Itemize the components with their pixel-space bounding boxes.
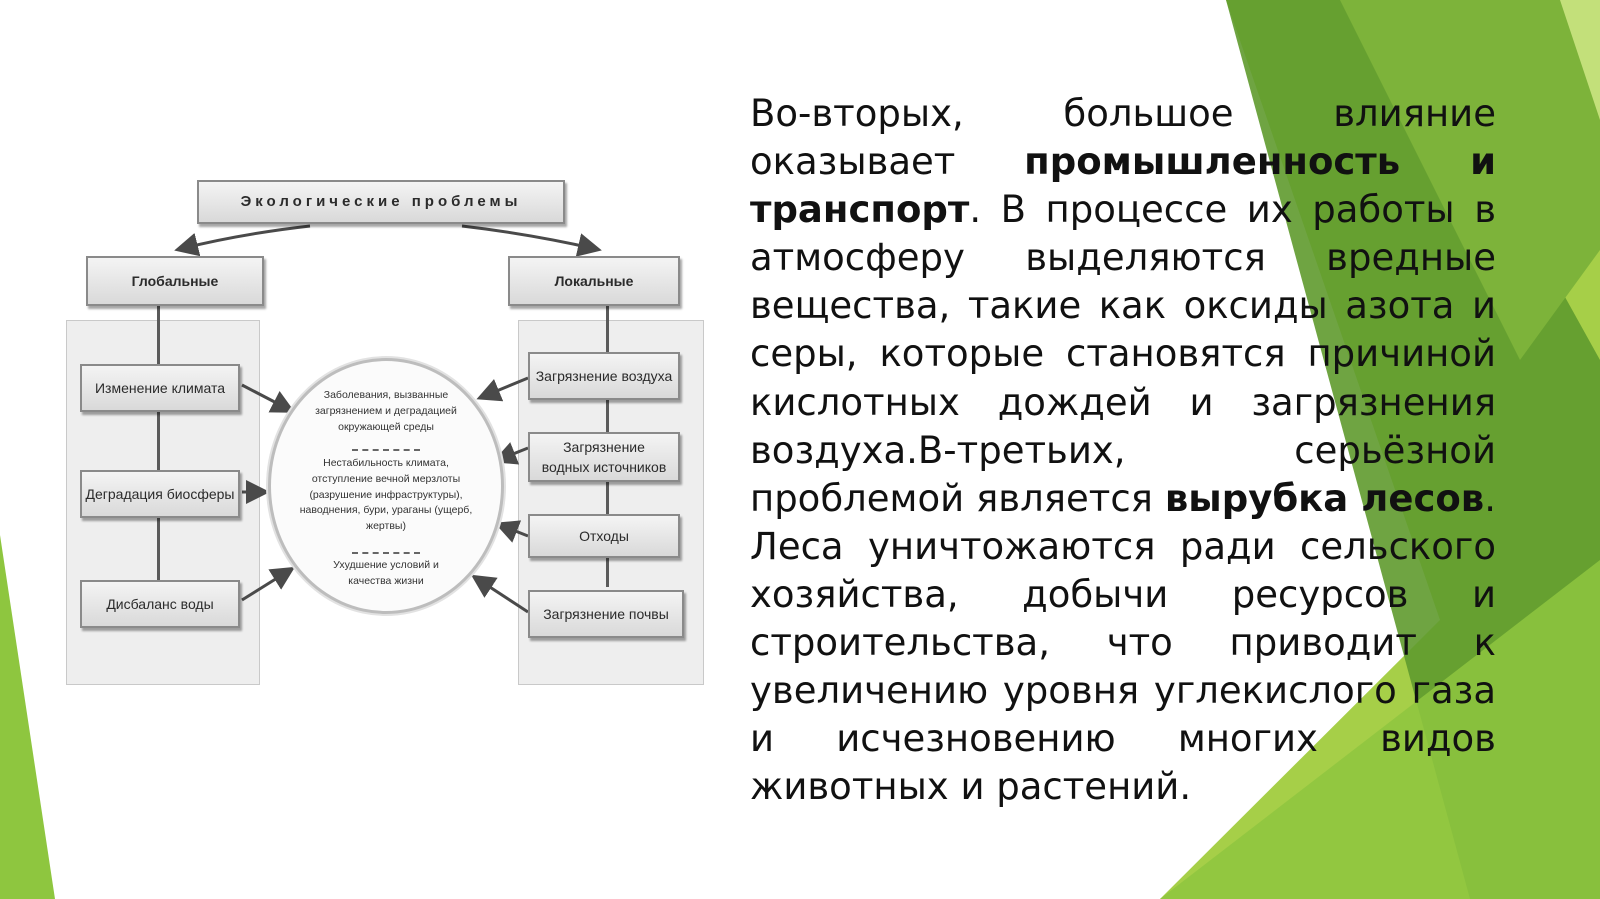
global-connector-line <box>157 305 160 603</box>
local-item-air: Загрязнение воздуха <box>528 352 680 400</box>
green-shape-bottom <box>1160 560 1600 899</box>
consequences-circle <box>268 358 504 614</box>
local-item-soil: Загрязнение почвы <box>528 590 684 638</box>
local-item-waste: Отходы <box>528 514 680 558</box>
arrow-waste <box>494 520 529 543</box>
circle-divider-1 <box>352 449 420 451</box>
text-part-2: . В процессе их работы в атмосферу выдел… <box>750 188 1496 520</box>
arrow-climate <box>241 383 296 413</box>
arrow-to-local <box>461 224 602 257</box>
local-header-box: Локальные <box>508 256 680 306</box>
green-shape-left <box>0 535 55 899</box>
global-item-water: Дисбаланс воды <box>80 580 240 628</box>
diagram-title-box: Экологические проблемы <box>197 180 565 224</box>
text-bold-industry: промышленность и транспорт <box>750 140 1496 232</box>
diagram-arrows <box>174 224 602 614</box>
arrow-water <box>241 566 296 602</box>
arrow-soil <box>470 574 529 614</box>
green-shape-mid <box>1340 0 1600 360</box>
global-header-box: Глобальные <box>86 256 264 306</box>
ecology-diagram: Экологические проблемы Глобальные Локаль… <box>0 0 720 899</box>
text-part-3: . Леса уничтожаются ради сельского хозяй… <box>750 476 1496 809</box>
text-part-1: Во-вторых, большое влияние оказывает <box>750 92 1496 184</box>
global-item-climate: Изменение климата <box>80 364 240 412</box>
arrow-air <box>476 376 529 402</box>
green-shape-light <box>1560 0 1600 120</box>
text-bold-deforestation: вырубка лесов <box>1164 476 1485 520</box>
arrow-waterpoll <box>492 442 529 465</box>
circle-text-climate-instability: Нестабильность климата, отступление вечн… <box>299 457 473 532</box>
circle-text-living-conditions: Ухудшение условий и качества жизни <box>333 559 439 587</box>
arrow-to-global <box>174 224 311 257</box>
local-item-water-sources: Загрязнение водных источников <box>528 432 680 482</box>
circle-text-diseases: Заболевания, вызванные загрязнением и де… <box>315 389 457 433</box>
circle-divider-2 <box>352 552 420 554</box>
main-paragraph: Во-вторых, большое влияние оказывает про… <box>750 90 1496 811</box>
global-item-biosphere: Деградация биосферы <box>80 470 240 518</box>
